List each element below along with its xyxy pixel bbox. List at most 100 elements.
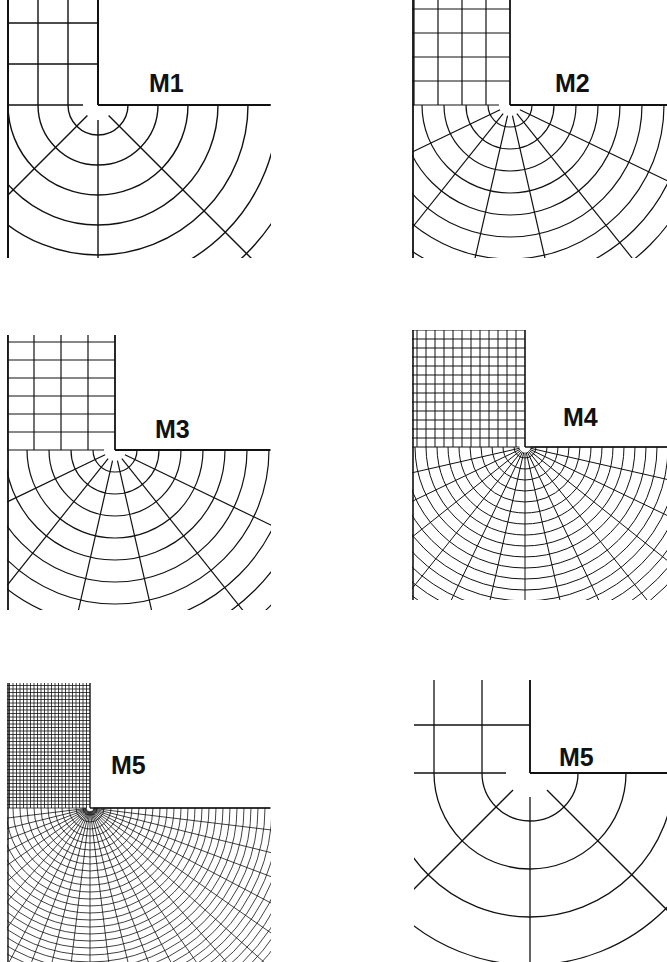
mesh-arc	[7, 450, 247, 582]
mesh-line	[414, 724, 530, 725]
mesh-line	[412, 451, 522, 600]
mesh-line	[7, 808, 87, 809]
mesh-line	[529, 797, 530, 962]
mesh-line	[412, 330, 414, 600]
mesh-arc	[7, 808, 271, 962]
mesh-line	[7, 783, 90, 784]
mesh-line	[7, 104, 83, 105]
mesh-arc	[412, 447, 667, 600]
mesh-line	[37, 683, 38, 808]
mesh-line	[98, 104, 270, 106]
mesh-line	[412, 452, 523, 600]
mesh-arc	[444, 105, 576, 171]
mesh-line	[437, 0, 438, 105]
mesh-arc	[412, 105, 664, 258]
mesh-line	[7, 455, 105, 584]
mesh-line	[412, 449, 520, 574]
mesh-line	[91, 811, 204, 962]
mesh-label: M2	[552, 70, 593, 97]
mesh-line	[90, 807, 270, 808]
mesh-arc	[7, 450, 271, 610]
mesh-line	[412, 80, 510, 81]
mesh-line	[7, 811, 88, 962]
mesh-line	[92, 811, 240, 962]
mesh-arc	[7, 105, 248, 255]
mesh-line	[529, 450, 667, 600]
mesh-arc	[7, 808, 251, 962]
mesh-line	[461, 0, 462, 105]
mesh-arc	[7, 450, 271, 610]
mesh-line	[414, 772, 506, 773]
mesh-line	[412, 0, 414, 258]
mesh-line	[7, 752, 90, 753]
mesh-line	[7, 776, 90, 777]
mesh-line	[530, 448, 667, 512]
mesh-line	[7, 696, 90, 697]
mesh-line	[526, 452, 590, 600]
mesh-line	[7, 685, 90, 686]
mesh-line	[412, 411, 525, 412]
mesh-line	[524, 330, 526, 447]
finite-element-mesh	[7, 0, 271, 258]
mesh-line	[7, 341, 115, 342]
mesh-line	[60, 335, 61, 450]
mesh-line	[47, 461, 113, 610]
mesh-arc	[71, 450, 159, 494]
mesh-line	[16, 683, 17, 808]
mesh-arc	[412, 105, 620, 215]
mesh-line	[72, 683, 73, 808]
mesh-line	[90, 812, 91, 962]
finite-element-mesh	[7, 683, 271, 962]
mesh-line	[7, 459, 108, 610]
mesh-line	[76, 683, 77, 808]
mesh-line	[7, 808, 87, 846]
mesh-arc	[7, 105, 271, 258]
mesh-line	[529, 680, 531, 773]
mesh-line	[97, 120, 98, 258]
mesh-line	[460, 452, 524, 600]
mesh-line	[86, 683, 87, 808]
mesh-label: M5	[108, 752, 149, 779]
mesh-arc	[414, 773, 667, 962]
mesh-line	[65, 683, 66, 808]
mesh-line	[7, 731, 90, 732]
mesh-line	[7, 683, 8, 962]
mesh-line	[90, 811, 128, 962]
mesh-arc	[7, 808, 271, 962]
mesh-line	[7, 766, 90, 767]
mesh-line	[547, 790, 667, 962]
mesh-arc	[412, 447, 667, 600]
mesh-line	[7, 116, 87, 258]
mesh-line	[92, 811, 271, 962]
mesh-line	[44, 683, 45, 808]
mesh-line	[51, 683, 52, 808]
mesh-line	[7, 809, 87, 922]
mesh-line	[525, 446, 667, 448]
mesh-line	[27, 683, 28, 808]
mesh-line	[7, 727, 90, 728]
mesh-arc	[7, 105, 271, 258]
mesh-line	[7, 738, 90, 739]
mesh-arc	[27, 450, 203, 538]
mesh-line	[7, 699, 90, 700]
mesh-arc	[414, 773, 667, 962]
mesh-line	[7, 377, 115, 378]
mesh-line	[7, 762, 90, 763]
mesh-line	[7, 787, 90, 788]
mesh-line	[97, 0, 99, 105]
mesh-line	[7, 811, 88, 962]
mesh-line	[7, 395, 115, 396]
mesh-line	[414, 790, 513, 962]
mesh-line	[9, 683, 10, 808]
mesh-line	[91, 811, 167, 962]
mesh-line	[7, 810, 87, 962]
mesh-line	[7, 359, 115, 360]
mesh-line	[433, 680, 434, 773]
mesh-line	[7, 745, 90, 746]
mesh-line	[7, 755, 90, 756]
mesh-line	[7, 773, 90, 774]
mesh-line	[93, 808, 271, 846]
mesh-arc	[414, 773, 667, 917]
mesh-line	[520, 110, 667, 237]
